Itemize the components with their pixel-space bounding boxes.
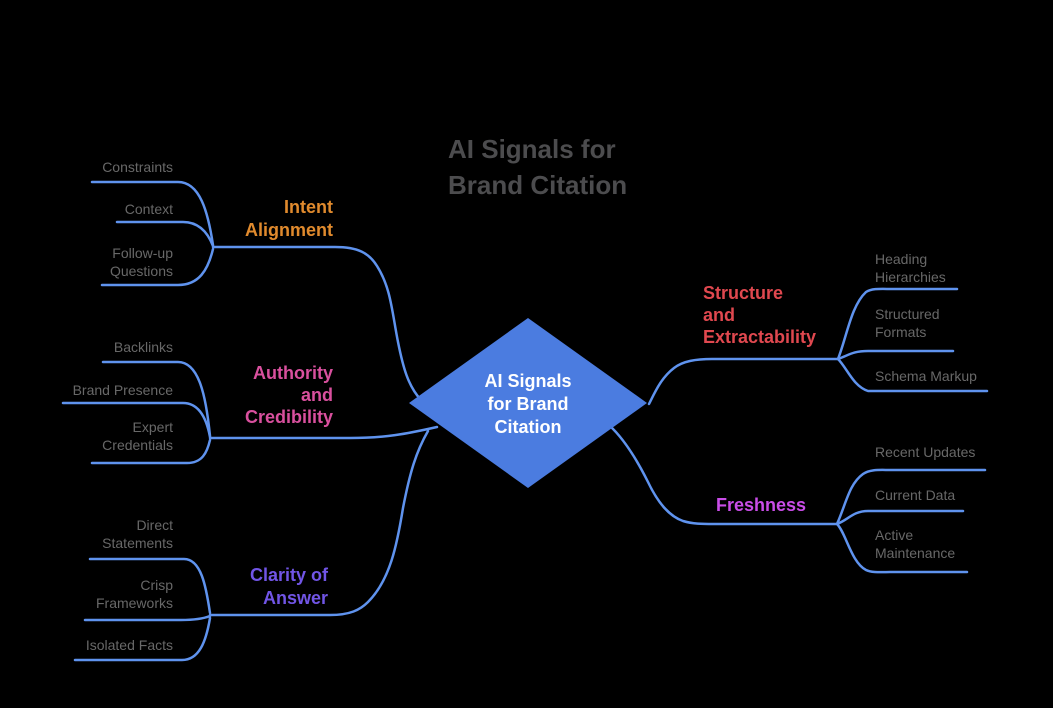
edge-current-data	[835, 509, 965, 526]
node-expert-credentials: Expert Credentials	[102, 419, 173, 453]
edge-context	[115, 220, 215, 248]
edge-clarity-to-root	[208, 429, 430, 617]
branch-intent-alignment: Intent Alignment	[245, 197, 333, 240]
edge-heading-hierarchies	[836, 287, 959, 361]
edge-recent-updates	[835, 468, 987, 526]
node-heading-hierarchies: Heading Hierarchies	[875, 251, 946, 285]
edge-constraints	[90, 180, 215, 247]
node-context: Context	[124, 201, 173, 217]
node-follow-up-questions: Follow-up Questions	[109, 245, 173, 279]
edge-backlinks	[101, 360, 212, 438]
node-backlinks: Backlinks	[113, 339, 173, 355]
edge-followup-questions	[100, 247, 215, 287]
node-schema-markup: Schema Markup	[875, 368, 977, 384]
edge-root-to-structure	[647, 357, 840, 406]
node-crisp-frameworks: Crisp Frameworks	[95, 577, 173, 611]
node-isolated-facts: Isolated Facts	[85, 637, 173, 653]
edge-active-maintenance	[835, 522, 969, 574]
node-constraints: Constraints	[102, 159, 173, 175]
edge-direct-statements	[88, 557, 212, 615]
edge-schema-markup	[836, 357, 989, 393]
edge-isolated-facts	[73, 616, 212, 662]
root-node-label: AI Signals for Brand Citation	[484, 371, 572, 437]
edge-authority-to-root	[208, 425, 439, 440]
branch-clarity-of-answer: Clarity of Answer	[249, 565, 328, 608]
branch-freshness: Freshness	[716, 495, 807, 515]
node-brand-presence: Brand Presence	[72, 382, 173, 398]
node-recent-updates: Recent Updates	[875, 444, 976, 460]
branch-authority-and-credibility: Authority and Credibility	[244, 363, 333, 427]
edge-lines	[61, 180, 989, 662]
node-direct-statements: Direct Statements	[102, 517, 173, 551]
edge-expert-credentials	[90, 438, 212, 465]
node-active-maintenance: Active Maintenance	[875, 527, 956, 561]
edge-intent-to-root	[211, 245, 423, 402]
edge-brand-presence	[61, 401, 212, 439]
node-current-data: Current Data	[875, 487, 956, 503]
branch-structure-and-extractability: Structure and Extractability	[703, 283, 817, 347]
diagram-title: AI Signals for Brand Citation	[448, 134, 628, 200]
edge-root-to-freshness	[608, 424, 839, 526]
node-structured-formats: Structured Formats	[875, 306, 940, 340]
root-node-diamond	[409, 318, 647, 488]
edge-structured-formats	[836, 349, 955, 361]
edge-crisp-frameworks	[83, 614, 212, 622]
